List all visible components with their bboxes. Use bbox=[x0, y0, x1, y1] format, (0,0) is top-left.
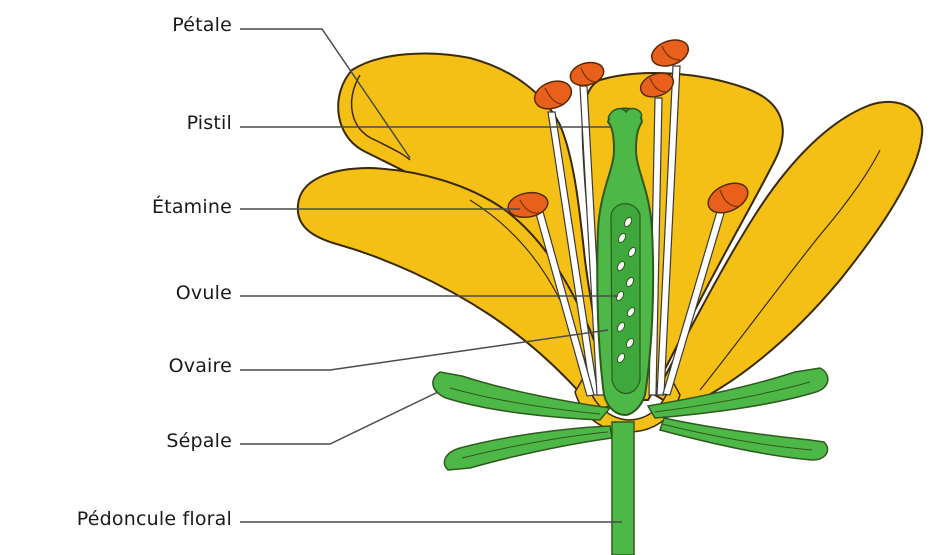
leader-sepale bbox=[240, 392, 438, 444]
anther-5 bbox=[648, 35, 692, 71]
sepal-lower-right bbox=[660, 418, 828, 460]
label-sepale: Sépale bbox=[166, 430, 232, 452]
label-pistil: Pistil bbox=[187, 112, 232, 134]
label-ovaire: Ovaire bbox=[169, 355, 232, 377]
sepal-lower-left bbox=[444, 426, 612, 470]
label-petale: Pétale bbox=[172, 14, 232, 36]
label-etamine: Étamine bbox=[152, 196, 232, 218]
peduncle bbox=[612, 422, 634, 555]
label-pedoncule-floral: Pédoncule floral bbox=[77, 508, 232, 530]
ovary-chamber bbox=[611, 204, 640, 394]
label-ovule: Ovule bbox=[176, 282, 232, 304]
